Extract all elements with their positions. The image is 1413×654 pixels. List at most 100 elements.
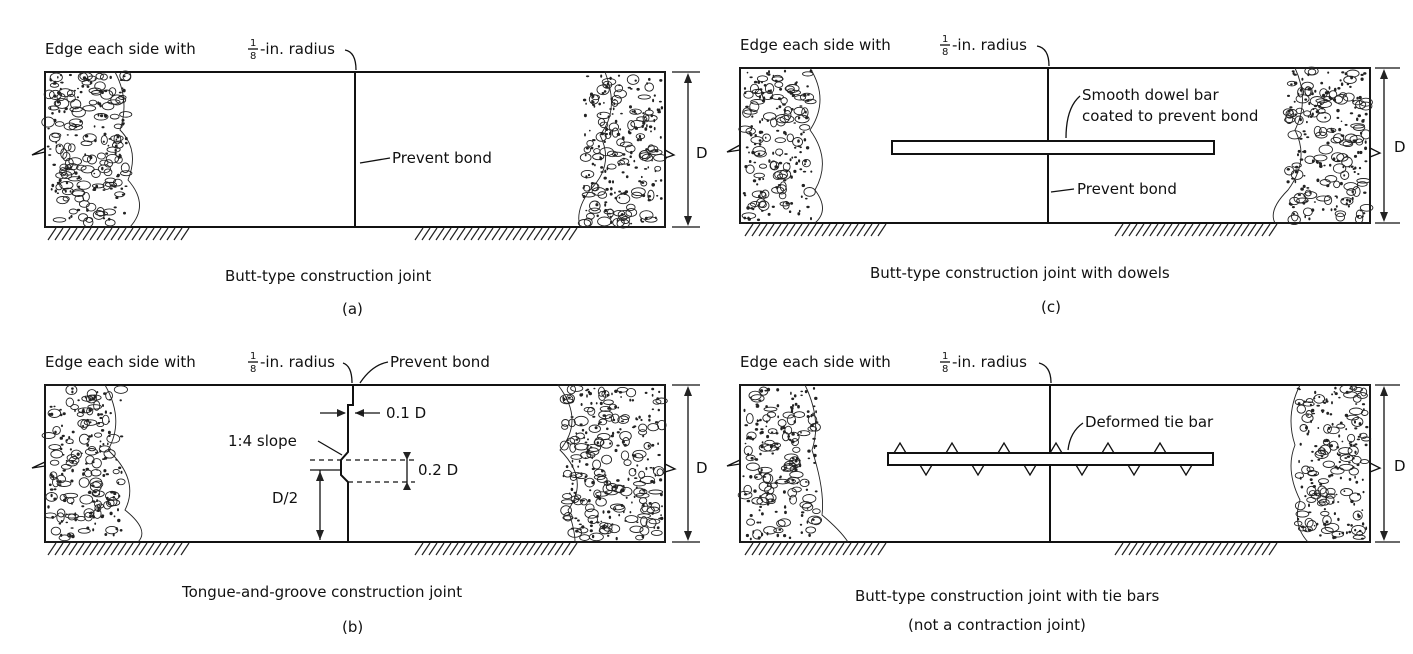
aggregate-stone [771,205,775,208]
aggregate-stone [743,194,747,197]
aggregate-stone [63,142,72,152]
aggregate-stone [625,387,637,398]
aggregate-stone [770,89,772,93]
ground-hatch-line [470,227,480,241]
ground-hatch-line [414,542,424,556]
aggregate-stone [1295,510,1310,518]
aggregate-stone [570,454,583,460]
aggregate-stone [759,521,762,524]
aggregate-stone [1337,87,1341,90]
ground-hatch-line [89,227,99,241]
aggregate-stone [112,496,116,499]
aggregate-stone [1358,166,1362,170]
aggregate-stone [742,475,745,478]
aggregate-stone [65,157,74,169]
aggregate-stone [100,135,108,146]
ground-hatch-line [849,542,859,556]
aggregate-stone [746,431,757,440]
aggregate-stone [1361,403,1366,406]
ground-hatch-line [152,542,162,556]
aggregate-stone [631,453,634,457]
aggregate-stone [598,527,613,535]
aggregate-stone [814,396,818,400]
aggregate-stone [652,98,655,103]
aggregate-stone [574,472,588,480]
aggregate-stone [575,529,579,533]
aggregate-stone [600,74,603,78]
depth-arrow-top [1380,69,1388,79]
aggregate-stone [1348,461,1351,464]
aggregate-stone [604,201,608,204]
aggregate-stone [1354,450,1357,454]
aggregate-stone [653,118,656,123]
aggregate-stone [750,136,764,144]
panel-d: D Edge each side with 1 8 -in. radius De… [726,351,1406,634]
aggregate-stone [45,492,58,502]
aggregate-stone [1318,126,1328,137]
ground-hatch-line [526,227,536,241]
aggregate-stone [1357,435,1361,438]
aggregate-stone [638,180,642,183]
aggregate-stone [1345,531,1348,535]
aggregate-stone [91,168,101,178]
aggregate-stone [117,518,121,523]
aggregate-stone [83,508,95,518]
aggregate-stone [109,398,111,401]
ground-hatch-line [554,542,564,556]
aggregate-stone [655,397,668,405]
ground-hatch-line [1212,542,1222,556]
aggregate-stone [1295,94,1310,104]
aggregate-stone [103,469,107,473]
aggregate-stone [1333,180,1341,189]
aggregate-stone [58,109,61,113]
ground-hatch-line [547,227,557,241]
ground-hatch-line [1233,542,1243,556]
ground-hatch-line [744,542,754,556]
aggregate-stone [109,511,113,516]
aggregate-stone [52,217,67,223]
aggregate-stone [1344,72,1348,76]
aggregate-stone [56,512,65,523]
tie-bar-lug [919,464,933,477]
ground-hatch-line [1163,542,1173,556]
aggregate-stone [105,525,119,535]
aggregate-stone [744,424,748,427]
aggregate-stone [1354,443,1358,446]
aggregate-stone [767,212,771,216]
aggregate-stone [1323,522,1327,526]
aggregate-stone [775,148,784,156]
aggregate-stone [94,78,97,81]
aggregate-stone [660,514,662,516]
aggregate-stone [766,72,769,75]
aggregate-stone [1359,459,1370,465]
ground-hatch-line [533,542,543,556]
ground-hatch-line [821,542,831,556]
aggregate-stone [58,88,73,98]
ground-hatch-line [470,542,480,556]
aggregate-stone [604,490,618,496]
ground-hatch-line [117,542,127,556]
aggregate-stone [102,474,106,477]
aggregate-stone [631,399,635,402]
aggregate-stone [648,125,653,129]
aggregate-stone [61,434,65,438]
aggregate-stone [636,138,640,142]
aggregate-stone [49,459,60,466]
ground-hatch-line [758,223,768,237]
aggregate-stone [779,115,795,124]
aggregate-stone [629,108,642,115]
aggregate-stone [1352,444,1356,447]
aggregate-stone [624,515,639,524]
aggregate-stone [759,505,762,508]
aggregate-stone [1289,106,1293,109]
depth-label: D [1394,138,1406,156]
aggregate-stone [85,202,97,212]
aggregate-stone [641,502,649,513]
aggregate-stone [76,164,87,171]
ground-hatch-line [463,542,473,556]
aggregate-stone [1306,485,1317,497]
aggregate-stone [598,102,601,106]
aggregate-stone [762,112,777,121]
aggregate-stone [801,511,805,514]
aggregate-stone [756,218,761,222]
